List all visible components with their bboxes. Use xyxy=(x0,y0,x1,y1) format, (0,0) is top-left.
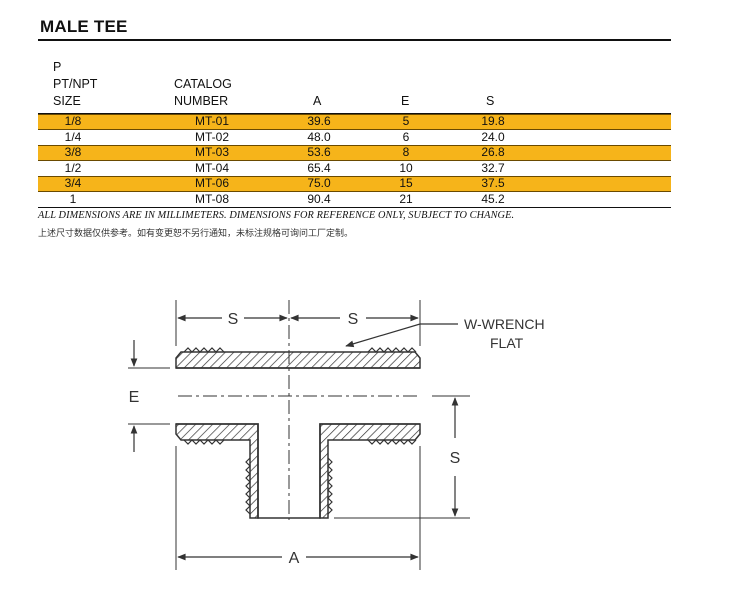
dimensions-note-chinese: 上述尺寸数据仅供参考。如有变更恕不另行通知，未标注规格可询问工厂定制。 xyxy=(38,228,354,238)
dimension-lines xyxy=(128,300,470,570)
s-dim-label-right: S xyxy=(348,311,359,328)
wrench-flat-label-line1: W-WRENCH xyxy=(464,316,545,332)
table-row: 1/8 MT-01 39.6 5 19.8 xyxy=(38,114,671,130)
catalog-cell: MT-02 xyxy=(194,129,229,144)
catalog-header-line: NUMBER xyxy=(174,94,229,108)
wrench-flat-label-line2: FLAT xyxy=(490,335,524,351)
s-header: S xyxy=(486,94,495,108)
e-cell: 15 xyxy=(399,176,413,190)
s-cell: 26.8 xyxy=(481,145,505,159)
a-header: A xyxy=(313,94,322,108)
size-header-line: P xyxy=(53,60,62,74)
size-header-line: SIZE xyxy=(53,94,81,108)
e-cell: 8 xyxy=(402,145,410,159)
catalog-cell: MT-08 xyxy=(194,191,229,206)
size-cell: 1/4 xyxy=(64,129,82,144)
s-cell: 19.8 xyxy=(481,114,505,128)
a-cell: 53.6 xyxy=(307,145,331,159)
table-row: 3/4 MT-06 75.0 15 37.5 xyxy=(38,176,671,192)
tee-body xyxy=(175,300,421,520)
table-row: 1/4 MT-02 48.0 6 24.0 xyxy=(38,130,671,146)
catalog-cell: MT-06 xyxy=(194,176,229,190)
e-cell: 21 xyxy=(399,191,413,206)
a-cell: 90.4 xyxy=(307,191,331,206)
e-header: E xyxy=(401,94,410,108)
male-tee-drawing: S S E S A W-WRENCH FLAT xyxy=(128,300,545,570)
catalog-header-line: CATALOG xyxy=(174,77,232,91)
size-cell: 3/8 xyxy=(64,145,82,159)
s-cell: 45.2 xyxy=(481,191,505,206)
table-row: 3/8 MT-03 53.6 8 26.8 xyxy=(38,145,671,161)
title-rule xyxy=(38,39,671,41)
a-cell: 65.4 xyxy=(307,160,331,175)
dimension-table: 1/8 MT-01 39.6 5 19.8 1/4 MT-02 48.0 6 2… xyxy=(38,113,671,208)
s-dim-label-left: S xyxy=(228,311,239,328)
a-cell: 48.0 xyxy=(307,129,331,144)
s-cell: 32.7 xyxy=(481,160,505,175)
size-header: P PT/NPT SIZE xyxy=(53,59,97,110)
size-header-line: PT/NPT xyxy=(53,77,98,91)
e-cell: 10 xyxy=(399,160,413,175)
catalog-cell: MT-03 xyxy=(194,145,229,159)
a-cell: 75.0 xyxy=(307,176,331,190)
page-title: MALE TEE xyxy=(40,17,128,36)
size-cell: 3/4 xyxy=(64,176,82,190)
e-cell: 5 xyxy=(402,114,410,128)
catalog-header: CATALOG NUMBER xyxy=(174,76,232,110)
size-cell: 1 xyxy=(69,191,77,206)
s-dim-label-vertical: S xyxy=(450,450,461,467)
table-row: 1/2 MT-04 65.4 10 32.7 xyxy=(38,161,671,177)
a-dim-label: A xyxy=(289,550,300,567)
dimensions-note: ALL DIMENSIONS ARE IN MILLIMETERS. DIMEN… xyxy=(38,210,515,221)
size-cell: 1/8 xyxy=(64,114,82,128)
size-cell: 1/2 xyxy=(64,160,82,175)
s-cell: 37.5 xyxy=(481,176,505,190)
catalog-cell: MT-04 xyxy=(194,160,229,175)
table-row: 1 MT-08 90.4 21 45.2 xyxy=(38,192,671,208)
catalog-cell: MT-01 xyxy=(194,114,229,128)
e-dim-label: E xyxy=(129,389,140,406)
e-cell: 6 xyxy=(402,129,410,144)
s-cell: 24.0 xyxy=(481,129,505,144)
a-cell: 39.6 xyxy=(307,114,331,128)
